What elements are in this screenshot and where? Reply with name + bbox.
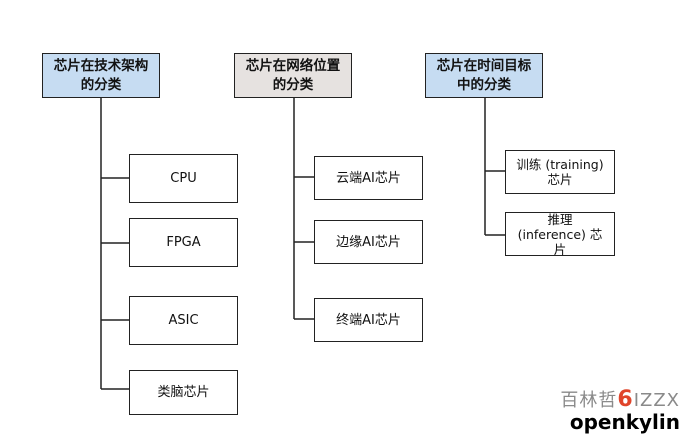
leaf-terminal-ai-chip-label: 终端AI芯片	[336, 312, 401, 328]
header-time-target: 芯片在时间目标中的分类	[425, 53, 543, 98]
header-network-position-label: 芯片在网络位置的分类	[245, 57, 341, 93]
leaf-inference-chip-label: 推理 (inference) 芯片	[517, 211, 603, 257]
watermark-brand-text: 百林哲	[560, 390, 618, 411]
leaf-training-chip: 训练 (training) 芯片	[505, 150, 615, 194]
leaf-inference-chip: 推理 (inference) 芯片	[505, 211, 615, 257]
leaf-cpu-label: CPU	[170, 171, 197, 186]
leaf-cloud-ai-chip: 云端AI芯片	[314, 156, 423, 200]
watermark-brand-accent: 6	[617, 387, 634, 412]
leaf-edge-ai-chip-label: 边缘AI芯片	[336, 234, 401, 250]
leaf-training-chip-label: 训练 (training) 芯片	[516, 157, 604, 187]
header-technical-architecture: 芯片在技术架构的分类	[42, 53, 160, 98]
leaf-fpga-label: FPGA	[166, 235, 201, 250]
leaf-terminal-ai-chip: 终端AI芯片	[314, 298, 423, 342]
leaf-cpu: CPU	[129, 154, 238, 203]
watermark: 百林哲6IZZX openkylin	[560, 386, 680, 432]
leaf-asic-label: ASIC	[168, 313, 199, 328]
leaf-cloud-ai-chip-label: 云端AI芯片	[336, 170, 401, 186]
header-technical-architecture-label: 芯片在技术架构的分类	[53, 57, 149, 93]
watermark-brand-suffix: IZZX	[633, 390, 680, 411]
leaf-edge-ai-chip: 边缘AI芯片	[314, 220, 423, 264]
leaf-brain-inspired-chip-label: 类脑芯片	[157, 385, 210, 400]
header-time-target-label: 芯片在时间目标中的分类	[436, 57, 532, 93]
header-network-position: 芯片在网络位置的分类	[234, 53, 352, 98]
leaf-asic: ASIC	[129, 296, 238, 345]
leaf-fpga: FPGA	[129, 218, 238, 267]
leaf-brain-inspired-chip: 类脑芯片	[129, 370, 238, 415]
watermark-openkylin: openkylin	[569, 410, 680, 434]
watermark-brand: 百林哲6IZZX	[560, 386, 680, 412]
